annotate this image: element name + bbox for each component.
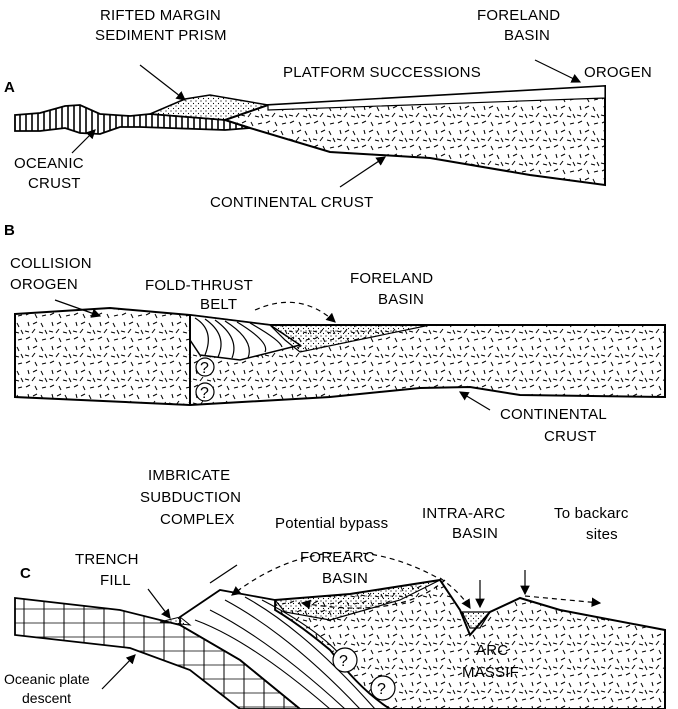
label-continental-crust-a: CONTINENTAL CRUST	[210, 194, 373, 211]
label-foreland-a: FORELAND	[477, 7, 560, 24]
label-basin-a: BASIN	[504, 27, 550, 44]
label-complex: COMPLEX	[160, 511, 235, 528]
label-rifted-margin: RIFTED MARGIN	[100, 7, 221, 24]
label-sites: sites	[586, 526, 618, 543]
label-fold-thrust: FOLD-THRUST	[145, 277, 253, 294]
label-basin-forearc: BASIN	[322, 570, 368, 587]
label-trench: TRENCH	[75, 551, 139, 568]
label-crust-b: CRUST	[544, 428, 597, 445]
panel-b-letter: B	[4, 222, 15, 239]
label-platform-successions: PLATFORM SUCCESSIONS	[283, 64, 481, 81]
question-mark-b2: ?	[200, 385, 209, 402]
label-imbricate: IMBRICATE	[148, 467, 230, 484]
question-mark-c2: ?	[377, 681, 386, 698]
label-sediment-prism: SEDIMENT PRISM	[95, 27, 227, 44]
label-belt: BELT	[200, 296, 237, 313]
label-intra-arc: INTRA-ARC	[422, 505, 505, 522]
label-basin-intra: BASIN	[452, 525, 498, 542]
label-collision: COLLISION	[10, 255, 92, 272]
label-descent: descent	[22, 690, 71, 706]
label-crust-a: CRUST	[28, 175, 81, 192]
label-potential-bypass: Potential bypass	[275, 515, 388, 532]
question-mark-b1: ?	[200, 360, 209, 377]
panel-a: A RIFTED MARGIN SEDIMENT PRISM FORELAND …	[4, 7, 652, 211]
label-continental-b: CONTINENTAL	[500, 406, 607, 423]
label-oceanic-plate: Oceanic plate	[4, 671, 90, 687]
panel-c: ? ? C IMBRICATE SUBDUCTION COMPLEX Poten…	[4, 467, 665, 709]
panel-c-letter: C	[20, 565, 31, 582]
label-arc: ARC	[476, 642, 508, 659]
label-fill: FILL	[100, 572, 131, 589]
panel-a-letter: A	[4, 79, 15, 96]
label-orogen-a: OROGEN	[584, 64, 652, 81]
label-forearc: FOREARC	[300, 549, 375, 566]
label-massif: MASSIF	[462, 664, 519, 681]
label-to-backarc: To backarc	[554, 505, 629, 522]
label-orogen-b: OROGEN	[10, 276, 78, 293]
label-foreland-b: FORELAND	[350, 270, 433, 287]
label-subduction: SUBDUCTION	[140, 489, 241, 506]
continental-crust-b	[15, 308, 665, 405]
question-mark-c1: ?	[339, 653, 348, 670]
panel-b: ? ? B COLLISION OROGEN FOLD-THRUST BELT …	[4, 222, 665, 445]
label-basin-b: BASIN	[378, 291, 424, 308]
label-oceanic: OCEANIC	[14, 155, 84, 172]
